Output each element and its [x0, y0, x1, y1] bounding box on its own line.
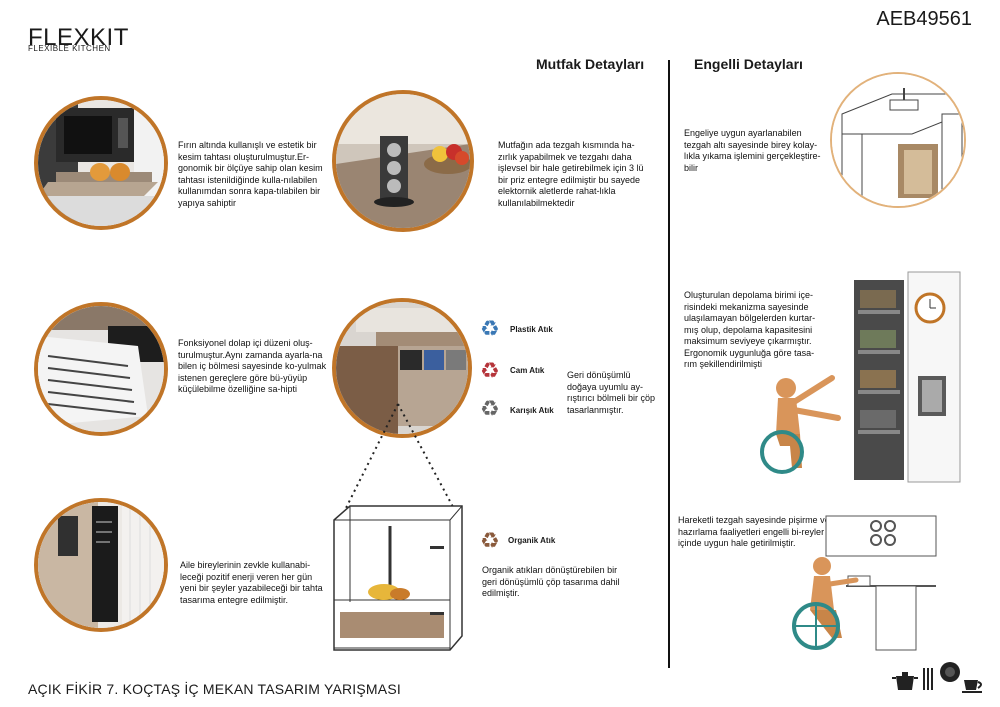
oven-description: Fırın altında kullanışlı ve estetik bir …	[178, 140, 323, 208]
socket-illustration	[336, 94, 470, 228]
oven-cutting-board-image	[34, 96, 168, 230]
counter-description: Hareketli tezgah sayesinde pişirme ve ha…	[678, 515, 830, 548]
project-code: AEB49561	[876, 8, 972, 30]
cutlery-icon	[923, 668, 933, 690]
drawer-organizer-image	[34, 302, 168, 436]
sink-illustration	[832, 74, 964, 206]
section-divider	[668, 60, 670, 668]
recycle-mixed-icon: ♻	[480, 396, 500, 421]
chalkboard-illustration	[38, 502, 164, 628]
accessible-sink-image	[830, 72, 966, 208]
organic-waste-label: Organik Atık	[508, 536, 556, 545]
wheelchair-user-reaching-icon	[760, 375, 841, 474]
kitchenware-icons	[892, 662, 982, 693]
drawer-description: Fonksiyonel dolap içi düzeni oluş-turulm…	[178, 338, 327, 394]
recycle-organic-icon: ♻	[480, 528, 500, 553]
dotted-connector	[339, 403, 461, 521]
footer-title: AÇIK FİKİR 7. KOÇTAŞ İÇ MEKAN TASARIM YA…	[28, 681, 401, 697]
kitchen-section-title: Mutfak Detayları	[536, 56, 645, 72]
chalkboard-description: Aile bireylerinin zevkle kullanabi-leceğ…	[180, 560, 323, 605]
plastic-waste-label: Plastik Atık	[510, 325, 553, 334]
storage-description: Oluşturulan depolama birimi içe-risindek…	[684, 290, 816, 369]
accessible-counter-drawing	[792, 515, 937, 651]
mixed-waste-label: Karışık Atık	[510, 406, 554, 415]
sink-description: Engeliye uygun ayarlanabilen tezgah altı…	[684, 128, 821, 173]
recycle-glass-icon: ♻	[480, 358, 500, 383]
organic-description: Organik atıkları dönüştürebilen bir geri…	[482, 565, 620, 598]
accessible-section-title: Engelli Detayları	[694, 56, 803, 72]
recycle-plastic-icon: ♻	[480, 316, 500, 341]
oven-illustration	[38, 100, 164, 226]
socket-description: Mutfağın ada tezgah kısmında ha-zırlık y…	[498, 140, 644, 208]
bin-cabinet-drawing	[333, 505, 463, 651]
socket-image	[332, 90, 474, 232]
bins-description: Geri dönüşümlü doğaya uyumlu ay-rıştırıc…	[567, 370, 656, 415]
logo-title: FLEXKIT	[28, 24, 129, 51]
plate-icon	[940, 662, 960, 682]
pot-icon	[892, 672, 918, 690]
glass-waste-label: Cam Atık	[510, 366, 545, 375]
logo-subtitle: FLEXIBLE KITCHEN	[28, 44, 111, 53]
cup-icon	[962, 680, 982, 693]
drawer-illustration	[38, 306, 164, 432]
storage-unit-drawing	[854, 271, 961, 483]
waste-bin-image	[332, 298, 472, 438]
chalkboard-image	[34, 498, 168, 632]
